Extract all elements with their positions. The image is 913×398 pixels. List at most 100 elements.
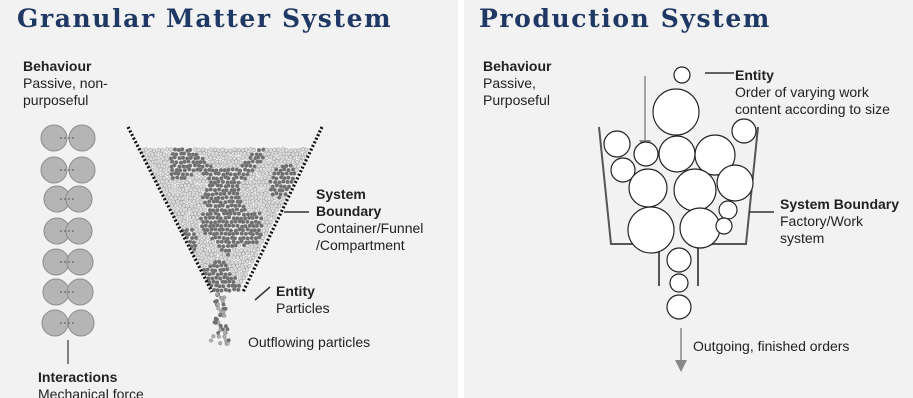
granular-particle (159, 183, 164, 188)
outflowing-particle (219, 295, 224, 300)
granular-particle (274, 207, 279, 212)
granular-particle (213, 220, 218, 225)
granular-particle (240, 271, 245, 276)
granular-particle (245, 251, 250, 256)
granular-particle (218, 200, 223, 205)
granular-particle (224, 155, 229, 160)
granular-particle (250, 215, 255, 220)
granular-particle (186, 159, 191, 164)
granular-particle (225, 267, 230, 272)
granular-particle (256, 155, 261, 160)
granular-particle (196, 211, 201, 216)
granular-particle (254, 208, 259, 213)
granular-particle (274, 176, 279, 181)
granular-particle (261, 219, 266, 224)
outflowing-particle (222, 334, 227, 339)
granular-particle (178, 208, 184, 213)
granular-particle (223, 200, 228, 205)
granular-particle (250, 259, 255, 264)
granular-particle (230, 243, 235, 249)
granular-particle (300, 155, 305, 160)
granular-particle (199, 224, 205, 229)
granular-particle (231, 279, 236, 285)
granular-particle (229, 219, 234, 225)
granular-particle (164, 147, 169, 152)
granular-particle (250, 192, 255, 197)
granular-particle (260, 171, 265, 176)
granular-particle (254, 199, 259, 204)
granular-particle (198, 216, 203, 221)
granular-particle (202, 267, 207, 272)
granular-particle (190, 183, 196, 188)
granular-particle (245, 227, 250, 232)
interaction-pairs (40, 124, 96, 337)
granular-particle (203, 223, 208, 228)
order-circle (718, 200, 738, 220)
granular-particle (160, 148, 165, 153)
granular-particle (208, 172, 213, 177)
granular-particle (212, 147, 217, 152)
granular-particle (234, 175, 239, 180)
granular-particle (250, 232, 255, 237)
granular-particle (210, 183, 215, 188)
granular-particle (198, 200, 204, 205)
granular-particle (277, 180, 282, 185)
granular-particle (201, 259, 206, 264)
granular-particle (259, 223, 264, 228)
granular-particle (264, 231, 269, 236)
granular-particle (294, 167, 299, 173)
granular-particle (187, 215, 192, 220)
granular-particle (194, 184, 200, 189)
granular-particle (191, 215, 196, 220)
order-circle (628, 168, 668, 208)
granular-particle (198, 160, 203, 165)
granular-particle (255, 247, 261, 252)
granular-particle (219, 288, 224, 293)
behaviour-label: Behaviour Passive, non- purposeful (23, 58, 108, 108)
granular-particle (188, 147, 193, 152)
outflowing-particle (220, 327, 225, 332)
granular-particle (191, 240, 196, 245)
granular-particle (196, 203, 201, 208)
granular-particle (231, 263, 236, 268)
granular-particle (162, 160, 167, 165)
granular-particle (264, 228, 270, 233)
granular-particle (250, 168, 255, 173)
granular-particle (200, 203, 205, 208)
granular-particle (270, 192, 275, 197)
order-circle (694, 134, 736, 176)
interaction-particle (66, 278, 94, 306)
granular-particle (246, 168, 251, 173)
granular-particle (197, 179, 202, 184)
granular-particle (208, 203, 213, 208)
granular-particle (291, 167, 296, 172)
granular-particle (175, 175, 180, 180)
granular-particle (213, 227, 218, 232)
granular-particle (234, 248, 240, 253)
granular-particle (236, 163, 241, 168)
granular-particle (198, 151, 203, 156)
granular-particle (202, 239, 207, 244)
granular-particle (272, 215, 277, 220)
granular-particle (173, 203, 178, 208)
granular-particle (178, 160, 184, 165)
granular-particle (219, 223, 224, 229)
granular-particle (256, 243, 261, 248)
granular-particle (169, 195, 174, 200)
granular-particle (258, 159, 263, 164)
granular-particle (217, 284, 222, 289)
granular-particle (273, 163, 278, 168)
granular-particle (229, 267, 234, 272)
granular-particle (215, 199, 220, 204)
granular-particle (290, 152, 295, 157)
granular-particle (221, 260, 226, 265)
granular-particle (284, 163, 289, 169)
granular-particle (215, 215, 220, 220)
granular-particle (283, 192, 288, 197)
granular-particle (187, 167, 192, 172)
granular-particle (266, 151, 271, 156)
granular-particle (241, 187, 246, 192)
outflowing-particle (215, 292, 220, 297)
granular-particle (274, 191, 279, 196)
granular-particle (203, 215, 208, 220)
